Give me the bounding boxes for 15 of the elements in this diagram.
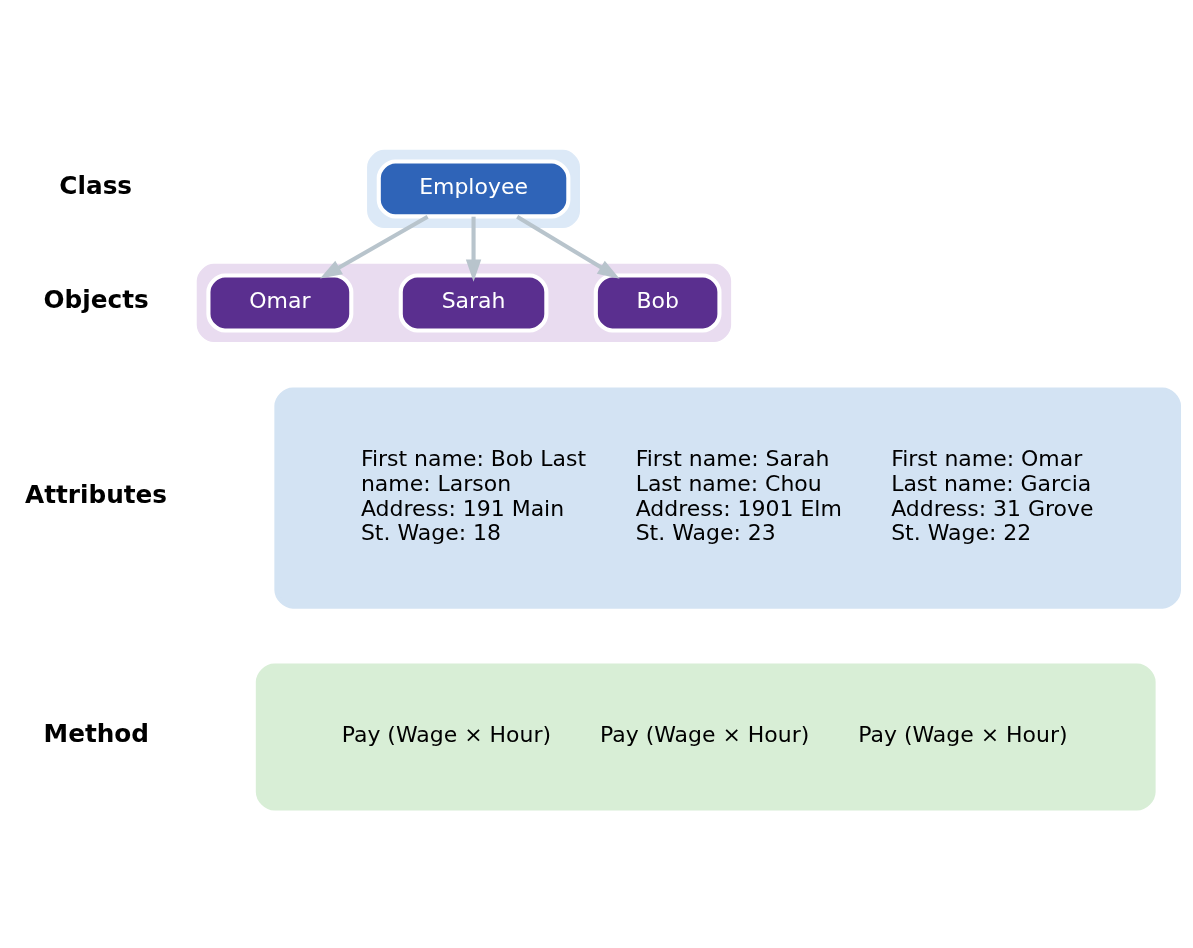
node-box: Pay (Wage × Hour) Pay (Wage × Hour) Pay (Wage × Hour) <box>255 663 1156 811</box>
label: Attributes <box>25 479 168 509</box>
node-box: Bob <box>593 273 722 333</box>
label: Class <box>59 170 133 200</box>
label: Objects <box>43 284 149 314</box>
label: Method <box>43 718 150 748</box>
node-box: Sarah <box>398 273 549 333</box>
node-box: First name: Bob Last name: Larson Address: 191 Main St. Wage: 18 First name: Sarah Last name: Chou Address: 1901 Elm St. Wage: 23 First name: Omar Last name: Garcia Address: 31 Grove St. Wage: 22 <box>274 387 1181 609</box>
arrow <box>516 214 620 279</box>
node-box: Employee <box>376 159 571 219</box>
cluster <box>196 263 732 343</box>
arrow <box>465 216 482 282</box>
arrow <box>320 214 429 279</box>
node-box: Omar <box>206 273 354 333</box>
cluster <box>367 149 580 229</box>
